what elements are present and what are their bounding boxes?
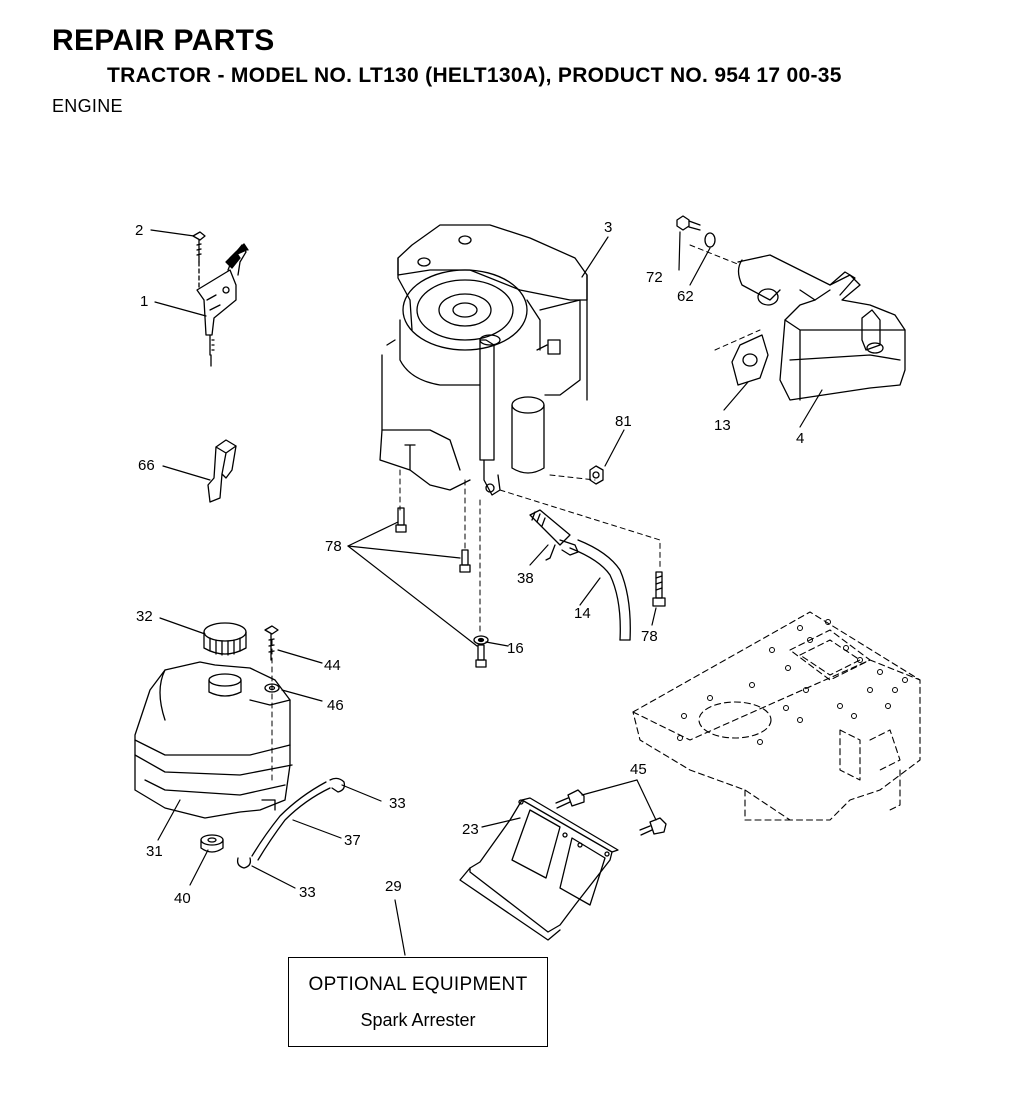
engine-part — [379, 224, 588, 496]
callout-32: 32 — [136, 608, 153, 625]
fuel-cap-32-part — [203, 622, 247, 656]
fuel-tank-31-part — [134, 661, 293, 819]
callout-44: 44 — [324, 657, 341, 674]
page-subtitle: TRACTOR - MODEL NO. LT130 (HELT130A), PR… — [107, 64, 842, 87]
callout-31: 31 — [146, 843, 163, 860]
callout-33-b: 33 — [299, 884, 316, 901]
section-label: ENGINE — [52, 96, 123, 116]
frame-holes — [677, 619, 908, 745]
assembly-lines — [271, 244, 761, 781]
callout-46: 46 — [327, 697, 344, 714]
bolt-72-part — [676, 215, 701, 231]
spark-arrester-23-part — [459, 797, 619, 941]
callout-1: 1 — [140, 293, 148, 310]
screw-44-part — [264, 625, 279, 661]
callout-40: 40 — [174, 890, 191, 907]
muffler-4-part — [737, 254, 906, 401]
callout-78-b: 78 — [641, 628, 658, 645]
tractor-frame-outline — [632, 611, 921, 821]
callout-78-a: 78 — [325, 538, 342, 555]
callout-81: 81 — [615, 413, 632, 430]
callout-16: 16 — [507, 640, 524, 657]
gasket-13-part — [731, 334, 769, 386]
optional-equipment-title: OPTIONAL EQUIPMENT — [308, 974, 528, 995]
callout-2: 2 — [135, 222, 143, 239]
callout-14: 14 — [574, 605, 591, 622]
callout-72: 72 — [646, 269, 663, 286]
optional-equipment-box: OPTIONAL EQUIPMENT Spark Arrester — [288, 957, 548, 1047]
clamp-33-parts — [236, 777, 346, 869]
nut-81-part — [589, 465, 604, 485]
callout-13: 13 — [714, 417, 731, 434]
clip-66-part — [207, 439, 237, 503]
optional-equipment-item: Spark Arrester — [360, 1010, 476, 1030]
callout-3: 3 — [604, 219, 612, 236]
callout-37: 37 — [344, 832, 361, 849]
callout-38: 38 — [517, 570, 534, 587]
callout-45: 45 — [630, 761, 647, 778]
grommet-40-part — [200, 834, 224, 853]
callout-29: 29 — [385, 878, 402, 895]
fuel-line-37-part — [251, 781, 331, 861]
bolt-45-parts — [555, 789, 667, 836]
callout-62: 62 — [677, 288, 694, 305]
screw-2-part — [192, 231, 206, 291]
callout-23: 23 — [462, 821, 479, 838]
fuel-filter-38-part — [529, 509, 579, 561]
fuel-line-14-part — [569, 539, 631, 641]
bolt-78-parts — [395, 507, 666, 668]
callout-4: 4 — [796, 430, 804, 447]
page-title: REPAIR PARTS — [52, 24, 275, 57]
callout-33-a: 33 — [389, 795, 406, 812]
throttle-control-part — [196, 243, 249, 367]
washer-46-part — [264, 683, 280, 693]
washer-16-part — [473, 635, 489, 645]
callout-66: 66 — [138, 457, 155, 474]
washer-62-part — [704, 232, 716, 248]
leader-lines — [150, 229, 823, 956]
